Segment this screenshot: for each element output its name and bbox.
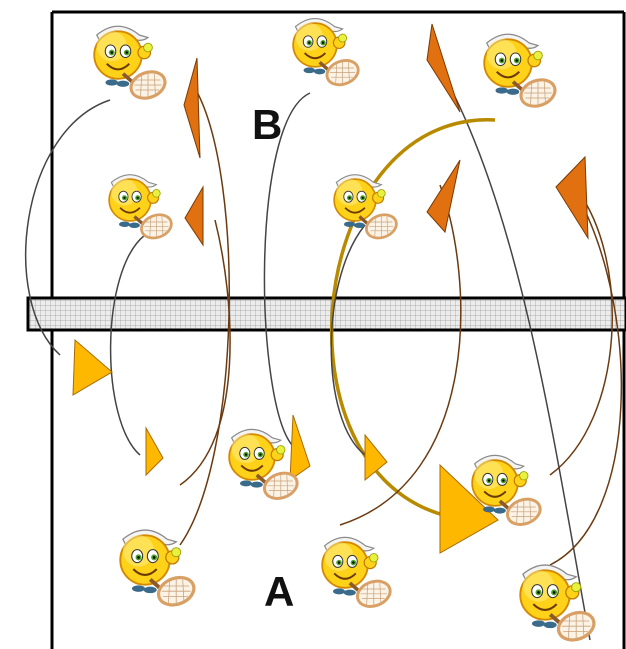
yellow-arrow-5 bbox=[439, 463, 499, 554]
smiley-tennis-player-icon bbox=[291, 16, 364, 91]
ball-path-6 bbox=[434, 59, 591, 641]
ball-paths bbox=[25, 59, 623, 641]
smiley-tennis-player-icon bbox=[332, 173, 402, 244]
team-b-label: B bbox=[252, 101, 283, 148]
yellow-arrow-4 bbox=[364, 433, 388, 482]
orange-arrow-4 bbox=[426, 159, 461, 234]
yellow-arrow-1 bbox=[72, 338, 113, 396]
ball-path-11 bbox=[549, 194, 623, 566]
tennis-net bbox=[26, 296, 626, 332]
orange-arrow-5 bbox=[555, 155, 589, 240]
smiley-tennis-player-icon bbox=[227, 427, 303, 505]
ball-path-9 bbox=[339, 184, 462, 526]
orange-arrow-3 bbox=[426, 23, 461, 113]
ball-path-10 bbox=[549, 189, 613, 476]
yellow-arrow-3 bbox=[289, 414, 311, 481]
smiley-tennis-player-icon bbox=[482, 32, 561, 113]
ball-path-7 bbox=[330, 118, 496, 522]
ball-path-1 bbox=[25, 99, 111, 356]
smiley-tennis-player-icon bbox=[118, 528, 200, 612]
smiley-tennis-player-icon bbox=[107, 173, 177, 244]
ball-path-2 bbox=[179, 89, 230, 546]
orange-arrowheads bbox=[183, 23, 589, 247]
ball-path-4 bbox=[179, 219, 231, 486]
team-a-label: A bbox=[264, 568, 295, 615]
orange-arrow-1 bbox=[183, 57, 201, 159]
orange-arrow-2 bbox=[184, 185, 204, 247]
smiley-tennis-player-icon bbox=[92, 24, 171, 105]
ball-path-8 bbox=[330, 224, 366, 456]
smiley-tennis-player-icon bbox=[518, 563, 600, 647]
yellow-arrowheads bbox=[72, 338, 499, 554]
ball-path-3 bbox=[109, 234, 146, 456]
team-b-players bbox=[92, 16, 561, 244]
smiley-tennis-player-icon bbox=[320, 535, 396, 613]
team-a-players bbox=[118, 427, 600, 647]
ball-path-5 bbox=[263, 92, 311, 446]
yellow-arrow-2 bbox=[145, 426, 164, 477]
